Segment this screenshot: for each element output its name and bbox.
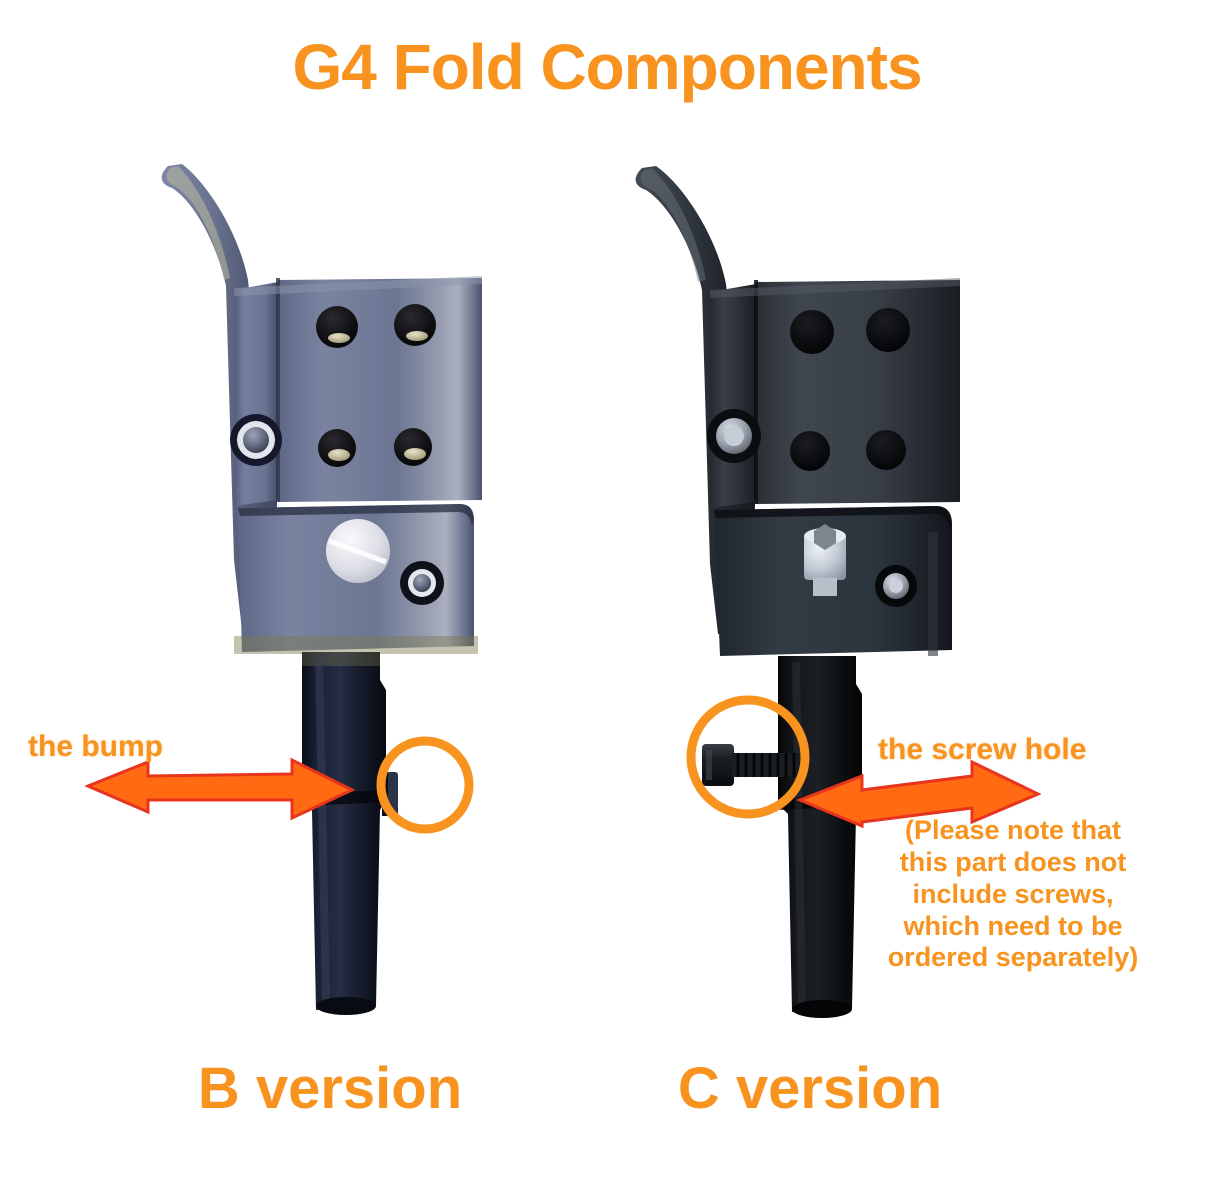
screw-hole-annotation-label: the screw hole xyxy=(878,733,1087,766)
block-seam-vertical xyxy=(276,278,280,502)
stem-bottom-cap xyxy=(792,1000,852,1018)
product-photo-c-version xyxy=(610,160,1030,1020)
c-version-illustration xyxy=(635,166,960,1018)
block-top-bevel xyxy=(710,278,960,298)
version-label-c: C version xyxy=(677,1056,943,1121)
mounting-hole-insert xyxy=(328,333,350,343)
hex-socket-recess xyxy=(814,524,836,550)
lower-block-top-shadow xyxy=(714,506,952,530)
mounting-hole xyxy=(790,431,830,471)
pivot-screw-head xyxy=(724,426,744,446)
recessed-screw-head xyxy=(889,579,903,593)
stem-collar-top xyxy=(302,652,380,666)
note-line: ordered separately) xyxy=(887,942,1139,973)
mounting-hole xyxy=(394,428,432,466)
stem-bottom-cap xyxy=(316,997,376,1015)
mounting-hole xyxy=(866,430,906,470)
lower-block-top-shadow xyxy=(238,504,474,526)
b-version-upper-block-right xyxy=(278,278,482,502)
zinc-hex-bolt-body xyxy=(804,534,846,580)
bolt-head-highlight xyxy=(706,750,712,780)
mounting-hole xyxy=(318,429,356,467)
lever-highlight-edge xyxy=(640,168,706,282)
mounting-hole-insert xyxy=(404,448,426,460)
pivot-bearing-inner xyxy=(243,427,269,453)
b-version-stem-tube xyxy=(302,652,386,1010)
bump-shadow xyxy=(382,772,388,816)
note-line: which need to be xyxy=(903,910,1123,941)
note-line: this part does not xyxy=(899,846,1127,877)
recessed-screw-head xyxy=(413,574,431,592)
mounting-hole-insert xyxy=(328,449,350,461)
stem-highlight xyxy=(315,657,330,1001)
mounting-hole-insert xyxy=(406,331,428,341)
lower-block-right-edge xyxy=(928,532,938,656)
zinc-bolt-shank xyxy=(813,578,837,596)
lever-highlight-edge xyxy=(166,166,230,280)
product-photo-b-version xyxy=(130,160,550,1020)
note-line: include screws, xyxy=(912,878,1114,909)
block-top-bevel xyxy=(234,276,482,296)
c-version-upper-block-left xyxy=(710,284,756,508)
b-version-illustration xyxy=(161,164,482,1015)
mounting-hole xyxy=(790,310,834,354)
block-seam-vertical xyxy=(754,280,758,504)
note-line: (Please note that xyxy=(904,815,1122,845)
screw-not-included-note: (Please note that this part does not inc… xyxy=(872,815,1154,974)
page-title: G4 Fold Components xyxy=(292,31,922,103)
screw-bolt-thread-shank xyxy=(732,753,800,777)
bump-annotation-label: the bump xyxy=(28,730,163,763)
mounting-hole xyxy=(866,308,910,352)
c-version-upper-block-right xyxy=(756,280,960,504)
b-version-upper-block-left xyxy=(234,282,278,506)
version-label-b: B version xyxy=(197,1056,463,1121)
plate-reflection xyxy=(328,538,387,565)
c-version-stem-tube xyxy=(778,656,862,1012)
lower-block-bottom-edge xyxy=(234,636,478,654)
